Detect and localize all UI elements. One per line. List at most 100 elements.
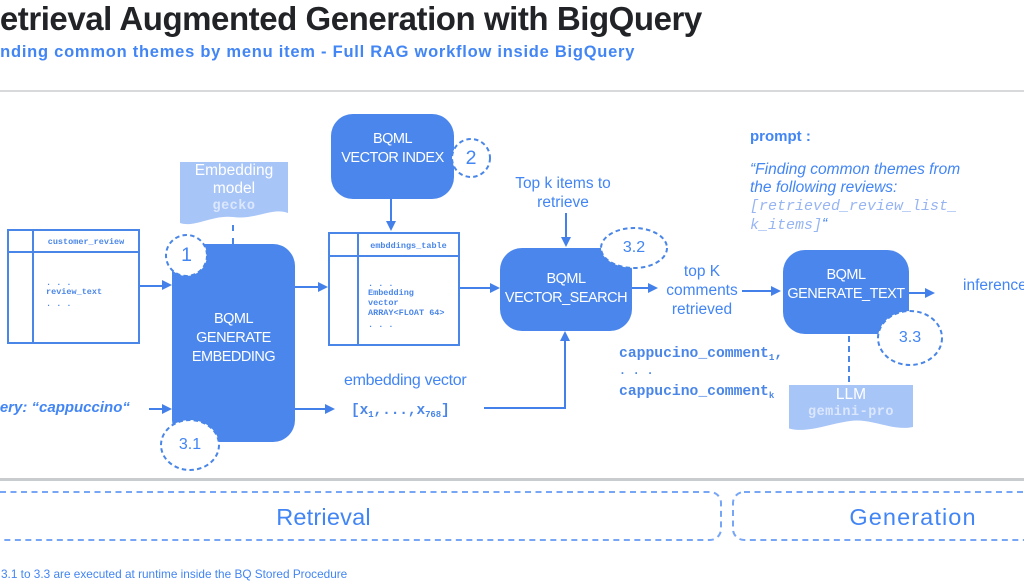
inference-label: inference — [963, 277, 1024, 294]
embeddings-field-line1: Embedding — [368, 288, 414, 298]
embedding-model-line1: Embedding — [194, 161, 274, 179]
embedding-to-table-arrowhead — [318, 281, 328, 292]
comment-line1: cappucino_comment1, — [619, 345, 784, 363]
top-k-items-line1: Top k items to — [515, 175, 611, 192]
table-header-line — [330, 255, 458, 257]
generate-embedding-line1: BQML — [213, 310, 254, 327]
generation-zone-label: Generation — [849, 504, 977, 530]
embedding-to-table-arrow-line — [295, 286, 320, 288]
table-to-search-arrowhead — [490, 282, 500, 293]
generate-text-to-llm-dashed-line — [848, 336, 850, 382]
embedding-model-line2: model — [212, 179, 256, 197]
query-to-embedding-arrowhead — [162, 403, 172, 414]
generate-embedding-line2: GENERATE — [196, 329, 271, 346]
vector-index-line1: BQML — [372, 131, 413, 147]
top-k-items-line2: retrieve — [537, 194, 589, 211]
customer-review-table: customer_review . . . review_text . . . — [7, 229, 140, 344]
embeddings-dots-bottom: . . . — [368, 320, 394, 330]
generation-zone: Generation — [732, 491, 1024, 541]
search-to-topk-arrowhead — [648, 282, 658, 293]
embedding-to-vector-arrowhead — [325, 403, 335, 414]
vector-mid: ,...,x — [373, 403, 426, 419]
vector-to-search-connector-v — [564, 341, 566, 409]
customer-field-review-text: review_text — [46, 286, 103, 297]
search-to-topk-arrow-line — [632, 287, 649, 289]
query-text: Query: “cappuccino“ — [0, 399, 130, 416]
customer-to-embedding-arrow-line — [140, 284, 164, 287]
vector-index-line2: VECTOR INDEX — [341, 150, 444, 166]
table-gutter-line — [32, 231, 34, 342]
embedding-model-tag-shape — [180, 162, 288, 225]
generate-text-line2: GENERATE_TEXT — [787, 286, 905, 302]
retrieval-zone-border — [0, 491, 722, 541]
embeddings-table-title: embddings_table — [370, 241, 447, 251]
step-1-circle — [165, 234, 208, 277]
embedding-vector-value: [x1,...,x768] — [351, 403, 450, 421]
generation-zone-border — [732, 491, 1024, 541]
retrieval-zone-label: Retrieval — [276, 504, 371, 530]
topk-to-generate-text-arrow-line — [742, 290, 773, 292]
embeddings-dots-top: . . . — [368, 279, 394, 289]
step-3-1-badge: 3.1 — [160, 419, 220, 471]
embedding-model-name: gecko — [212, 198, 256, 214]
vector-index-arrowhead — [385, 221, 396, 231]
vector-sub-768: 768 — [425, 410, 441, 421]
top-k-arrowhead — [560, 237, 571, 247]
step-3-1-number: 3.1 — [178, 436, 202, 453]
retrieval-zone: Retrieval — [0, 491, 722, 541]
generate-text-line1: BQML — [826, 267, 866, 283]
embeddings-field-line2: vector — [368, 298, 399, 308]
vector-close: ] — [440, 403, 450, 419]
bqml-vector-index-box: BQML VECTOR INDEX — [331, 114, 454, 199]
vector-sub-1: 1 — [368, 410, 374, 421]
step-3-3-badge: 3.3 — [877, 310, 943, 366]
step-3-2-number: 3.2 — [622, 239, 646, 256]
prompt-quote: “Finding common themes from the followin… — [750, 161, 990, 235]
vector-to-search-arrowhead — [559, 331, 570, 341]
prompt-label: prompt : — [750, 128, 811, 145]
top-k-comments-line3: retrieved — [671, 301, 733, 318]
query-to-embedding-arrow-line — [149, 408, 163, 410]
vector-to-search-connector-h — [484, 407, 566, 409]
customer-table-title: customer_review — [47, 237, 125, 247]
prompt-quote-line1: “Finding common themes from — [750, 161, 961, 178]
bottom-divider — [0, 478, 1024, 481]
generate-text-to-inference-arrowhead — [925, 287, 935, 298]
top-k-items-label: Top k items to retrieve — [493, 174, 633, 212]
table-header-line — [9, 251, 138, 253]
generate-embedding-line3: EMBEDDING — [191, 348, 276, 365]
step-3-3-circle — [877, 310, 943, 366]
customer-dots-top: . . . — [46, 278, 72, 288]
step-3-2-circle — [600, 227, 668, 269]
embeddings-field-line3: ARRAY<FLOAT 64> — [368, 308, 445, 318]
prompt-closing-quote: “ — [822, 216, 828, 233]
top-k-arrow-line — [565, 213, 567, 238]
top-k-comments-line1: top K — [683, 263, 721, 280]
comment-line2: cappucino_commentk — [619, 383, 775, 401]
step-2-circle — [451, 138, 491, 178]
topk-to-generate-text-arrowhead — [771, 285, 781, 296]
generate-text-to-inference-arrow-line — [909, 292, 927, 294]
table-gutter-line — [357, 234, 359, 344]
table-to-search-arrow-line — [460, 287, 492, 289]
bqml-vector-search-box: BQML VECTOR_SEARCH — [500, 248, 632, 331]
vector-open: [x — [351, 403, 369, 419]
llm-tag-shape — [789, 385, 913, 430]
embeddings-table: embddings_table . . . Embedding vector A… — [328, 232, 460, 346]
bqml-generate-embedding-box: BQML GENERATE EMBEDDING — [172, 244, 295, 442]
step-2-badge: 2 — [451, 138, 491, 178]
top-k-comments-line2: comments — [666, 282, 738, 299]
step-3-1-circle — [160, 419, 220, 471]
vector-search-line2: VECTOR_SEARCH — [504, 289, 628, 306]
embedding-model-tag-label: Embedding model gecko — [180, 162, 288, 216]
footnote: 3.1 to 3.3 are executed at runtime insid… — [1, 567, 348, 581]
customer-to-embedding-arrowhead — [162, 280, 172, 290]
prompt-quote-line4: k_items]“ — [750, 216, 828, 234]
llm-model-name: gemini-pro — [807, 404, 894, 420]
tag-to-embedding-dashed-line — [232, 225, 234, 244]
step-1-number: 1 — [181, 244, 192, 266]
customer-dots-bottom: . . . — [46, 299, 72, 309]
llm-tag-label: LLM gemini-pro — [789, 386, 913, 422]
prompt-quote-line2: the following reviews: — [750, 179, 898, 196]
